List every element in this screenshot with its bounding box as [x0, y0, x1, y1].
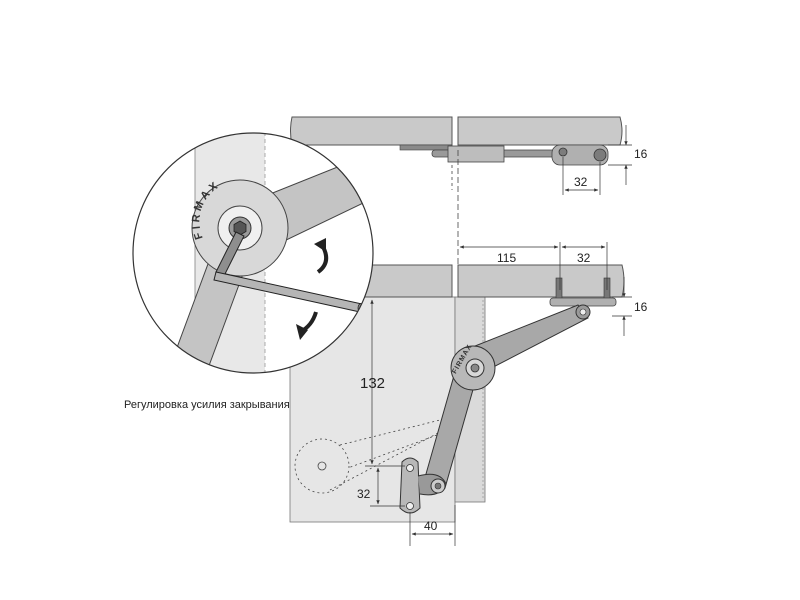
dim-side-spacing-label: 32 [577, 251, 591, 265]
dim-top-hole-spacing: 32 [562, 157, 601, 195]
dim-top-hole-spacing-label: 32 [574, 175, 588, 189]
top-mount-plate [399, 144, 453, 151]
top-lever-body [447, 145, 505, 163]
adjustment-caption: Регулировка усилия закрывания [124, 399, 290, 411]
dim-height-label: 132 [360, 375, 385, 392]
closed-position-circle [294, 438, 350, 494]
top-right-panel [457, 116, 623, 146]
dim-bottom-vertical-label: 32 [357, 487, 371, 501]
zoom-detail: FIRMAX [132, 132, 374, 374]
rotate-arrow-down-icon [296, 311, 318, 340]
dim-bottom-horizontal: 40 [409, 505, 456, 546]
top-pivot [593, 148, 607, 162]
dim-side-thickness: 16 [612, 277, 648, 336]
dim-side-offset-label: 115 [497, 251, 516, 265]
dim-top-thickness-label: 16 [634, 147, 648, 161]
top-screw [558, 147, 568, 157]
side-right-panel [457, 264, 625, 298]
dim-side-offsets: 115 32 [459, 242, 608, 290]
dim-height: 132 [360, 299, 405, 467]
side-view-open: FIRMAX [289, 264, 625, 523]
top-left-panel [290, 116, 453, 146]
dim-side-thickness-label: 16 [634, 300, 648, 314]
bottom-mount-plate [399, 457, 421, 514]
rotate-arrow-up-icon [314, 238, 329, 274]
dim-top-thickness: 16 [608, 125, 648, 185]
dim-bottom-horizontal-label: 40 [424, 519, 438, 533]
dim-bottom-vertical: 32 [357, 467, 405, 507]
hex-key-icon [213, 231, 365, 313]
